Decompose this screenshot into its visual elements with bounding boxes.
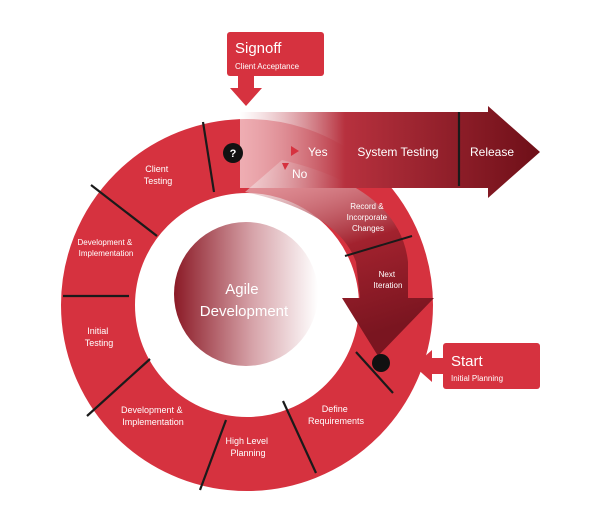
segment-label-development-implementation-upper: Development & Implementation <box>78 238 135 258</box>
next-iteration-label: Next Iteration <box>374 270 403 290</box>
yes-arrow-icon <box>291 146 299 156</box>
signoff-subtitle: Client Acceptance <box>235 62 300 71</box>
segment-label-high-level-planning: High Level Planning <box>225 436 270 458</box>
center-circle <box>174 222 318 366</box>
decision-marker <box>223 143 243 163</box>
segment-label-initial-testing: Initial Testing <box>85 326 114 348</box>
no-label: No <box>292 167 308 181</box>
system-testing-label: System Testing <box>357 145 438 159</box>
segment-label-define-requirements: Define Requirements <box>308 404 365 426</box>
no-arrow-icon <box>282 163 289 170</box>
record-changes-label: Record & Incorporate Changes <box>347 202 390 233</box>
decision-marker-symbol: ? <box>230 148 237 160</box>
signoff-callout <box>227 32 324 76</box>
segment-label-client-testing: Client Testing <box>144 164 173 186</box>
release-label: Release <box>470 145 514 159</box>
signoff-pointer-arrow <box>230 76 262 106</box>
start-callout <box>443 343 540 389</box>
ring-dividers <box>63 121 394 491</box>
inner-track-divider <box>344 235 413 257</box>
inner-iteration-track <box>245 160 434 356</box>
start-marker <box>372 354 390 372</box>
start-subtitle: Initial Planning <box>451 374 503 383</box>
yes-label: Yes <box>308 145 328 159</box>
segment-label-development-implementation-lower: Development & Implementation <box>121 405 185 427</box>
start-pointer-arrow <box>414 350 443 382</box>
signoff-title: Signoff <box>235 40 282 57</box>
release-arrow <box>240 106 540 198</box>
center-title: Agile Development <box>200 281 289 320</box>
start-title: Start <box>451 353 484 370</box>
